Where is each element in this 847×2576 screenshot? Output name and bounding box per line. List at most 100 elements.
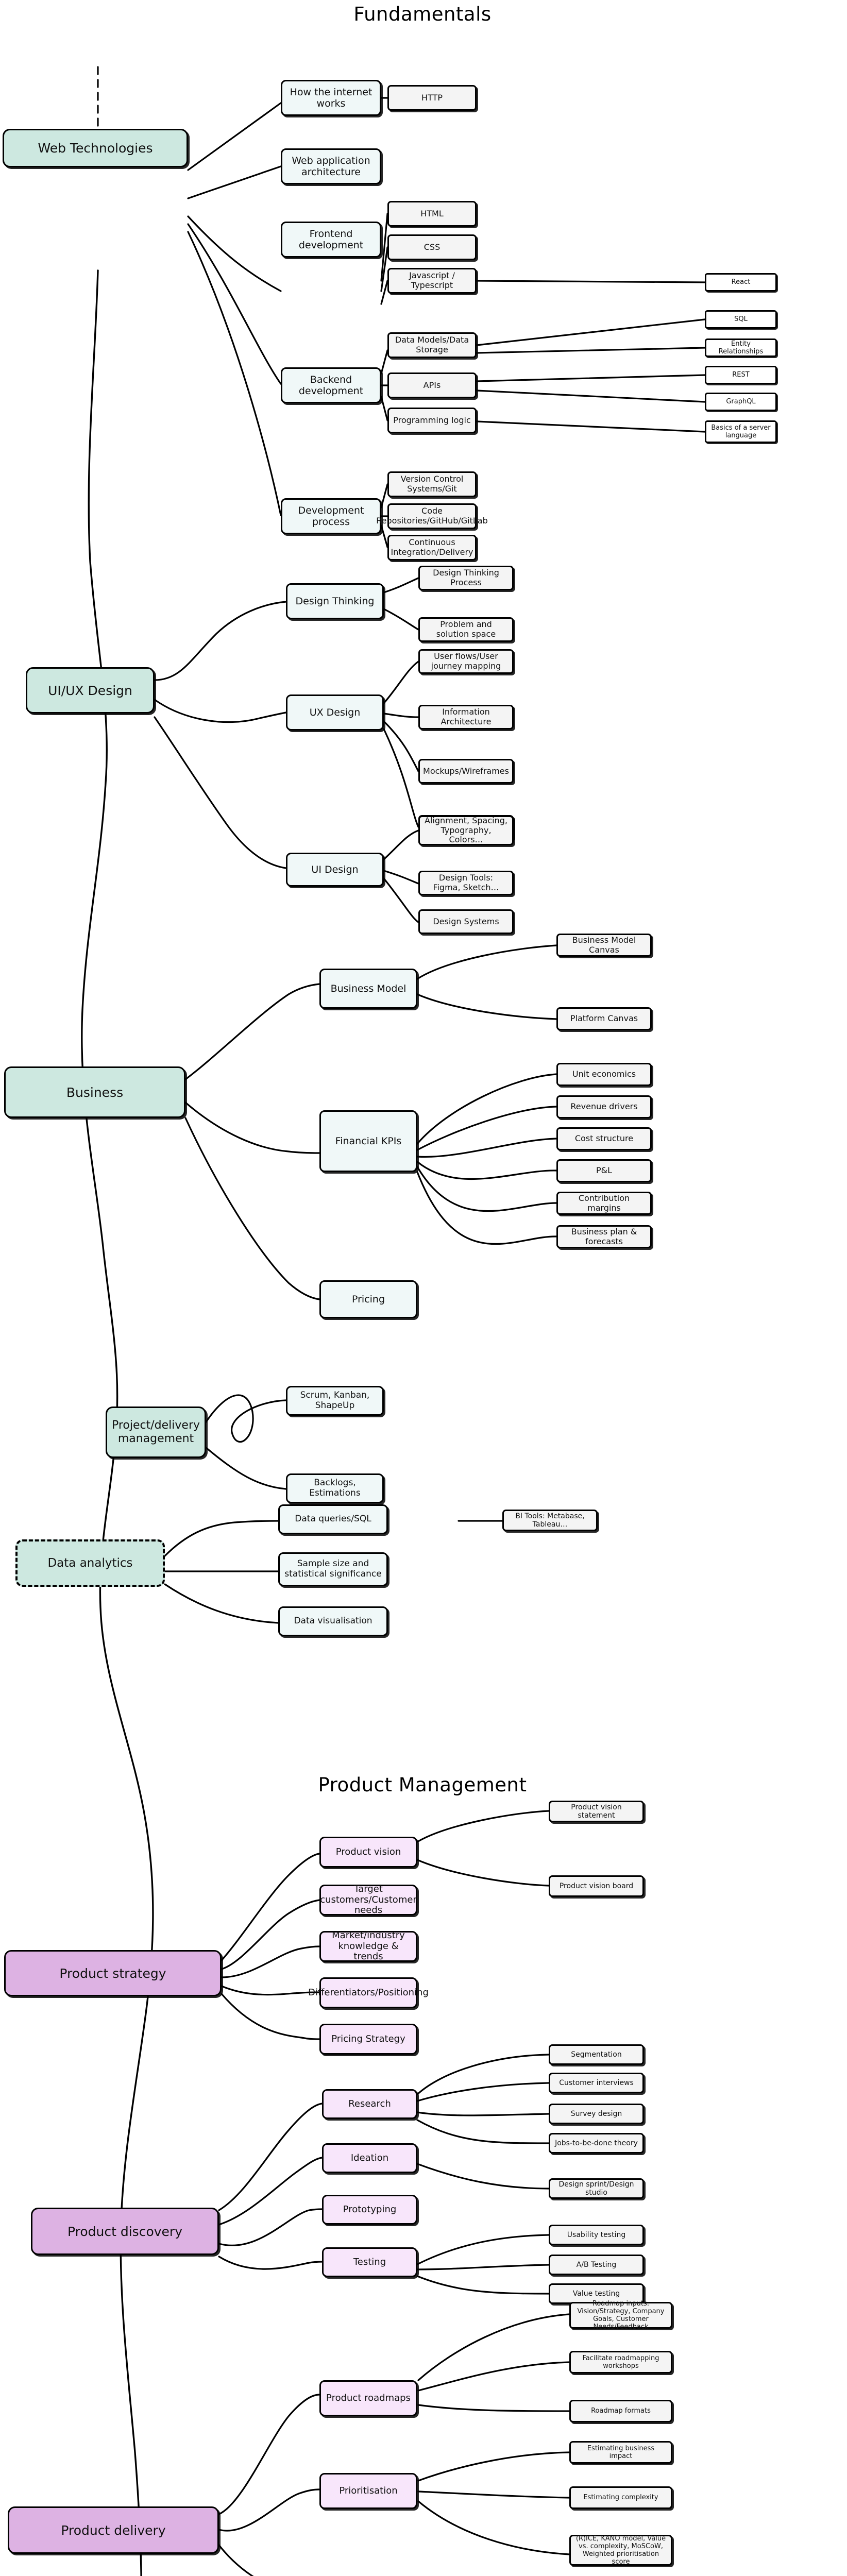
node-platform-canvas[interactable]: Platform Canvas xyxy=(556,1007,652,1030)
edge-ux-ia xyxy=(383,713,419,718)
node-business-model[interactable]: Business Model xyxy=(319,969,417,1009)
node-prioritisation-frameworks[interactable]: (R)ICE, KANO model, Value vs. complexity… xyxy=(569,2535,672,2566)
node-differentiators-positioning[interactable]: Differentiators/Positioning xyxy=(308,1977,429,2008)
edge-webtech-devprocess xyxy=(187,231,282,516)
node-apis[interactable]: APIs xyxy=(387,372,477,398)
node-product-discovery[interactable]: Product discovery xyxy=(31,2208,219,2255)
edge-webtech-internet xyxy=(187,102,282,171)
node-web-application-architecture[interactable]: Web application architecture xyxy=(281,148,381,184)
node-backend-development[interactable]: Backend development xyxy=(281,367,381,403)
node-business-plan-forecasts[interactable]: Business plan & forecasts xyxy=(556,1225,652,1248)
node-alignment-spacing-typography-colors[interactable]: Alignment, Spacing, Typography, Colors… xyxy=(418,816,514,845)
node-ux-design[interactable]: UX Design xyxy=(286,694,384,731)
node-continuous-integration-delivery[interactable]: Continuous Integration/Delivery xyxy=(387,535,477,561)
node-data-models-data-storage[interactable]: Data Models/Data Storage xyxy=(387,332,477,358)
edge-business-model xyxy=(184,983,320,1080)
node-sample-size-and-statistical-significance[interactable]: Sample size and statistical significance xyxy=(278,1552,388,1586)
node-product-strategy[interactable]: Product strategy xyxy=(4,1950,222,1996)
node-revenue-drivers[interactable]: Revenue drivers xyxy=(556,1095,652,1118)
node-product-vision-board[interactable]: Product vision board xyxy=(549,1875,644,1897)
edge-datamodels-entity xyxy=(476,347,706,354)
node-prioritisation[interactable]: Prioritisation xyxy=(319,2473,417,2509)
edge-ps-vision xyxy=(221,1853,320,1961)
node-code-repositories-github-gitlab[interactable]: Code Repositories/GitHub/GitLab xyxy=(376,503,488,529)
node-facilitate-roadmapping-workshops[interactable]: Facilitate roadmapping workshops xyxy=(569,2351,672,2374)
node-financial-kpis[interactable]: Financial KPIs xyxy=(319,1110,417,1172)
node-frontend-development[interactable]: Frontend development xyxy=(281,222,381,258)
node-version-control-systems-git[interactable]: Version Control Systems/Git xyxy=(387,471,477,497)
node-market-industry-knowledge-trends[interactable]: Market/industry knowledge & trends xyxy=(319,1930,417,1962)
node-data-analytics[interactable]: Data analytics xyxy=(15,1539,165,1587)
node-information-architecture[interactable]: Information Architecture xyxy=(418,705,514,730)
node-uiux-design[interactable]: UI/UX Design xyxy=(26,667,155,714)
node-contribution-margins[interactable]: Contribution margins xyxy=(556,1192,652,1215)
edge-uiux-uidesign xyxy=(154,716,287,869)
node-segmentation[interactable]: Segmentation xyxy=(549,2044,644,2065)
node-design-thinking-process[interactable]: Design Thinking Process xyxy=(418,566,514,590)
node-testing[interactable]: Testing xyxy=(322,2247,417,2277)
node-research[interactable]: Research xyxy=(322,2089,417,2119)
node-data-queries-sql[interactable]: Data queries/SQL xyxy=(278,1504,388,1534)
node-jobs-to-be-done-theory[interactable]: Jobs-to-be-done theory xyxy=(549,2133,644,2154)
node-product-vision[interactable]: Product vision xyxy=(319,1837,417,1868)
node-product-vision-statement[interactable]: Product vision statement xyxy=(549,1801,644,1822)
node-business-model-canvas[interactable]: Business Model Canvas xyxy=(556,934,652,957)
node-problem-and-solution-space[interactable]: Problem and solution space xyxy=(418,617,514,642)
node-cost-structure[interactable]: Cost structure xyxy=(556,1127,652,1150)
node-graphql[interactable]: GraphQL xyxy=(705,393,777,411)
node-how-the-internet-works[interactable]: How the internet works xyxy=(281,80,381,116)
node-roadmap-inputs[interactable]: Roadmap inputs: Vision/Strategy, Company… xyxy=(569,2300,672,2331)
node-scrum-kanban-shapeup[interactable]: Scrum, Kanban, ShapeUp xyxy=(286,1386,384,1416)
node-prototyping[interactable]: Prototyping xyxy=(322,2195,417,2225)
node-http[interactable]: HTTP xyxy=(387,85,477,111)
node-target-customers-customer-needs[interactable]: Target customers/Customer needs xyxy=(319,1883,417,1916)
edge-backend-datamodels xyxy=(380,349,388,375)
node-mockups-wireframes[interactable]: Mockups/Wireframes xyxy=(418,759,514,784)
edge-pd-research xyxy=(218,2103,323,2211)
node-backlogs-estimations[interactable]: Backlogs, Estimations xyxy=(286,1473,384,1503)
node-html[interactable]: HTML xyxy=(387,201,477,227)
edge-prio-impact xyxy=(417,2451,570,2482)
node-usability-testing[interactable]: Usability testing xyxy=(549,2225,644,2245)
node-rest[interactable]: REST xyxy=(705,366,777,384)
node-survey-design[interactable]: Survey design xyxy=(549,2104,644,2124)
node-product-delivery[interactable]: Product delivery xyxy=(8,2506,219,2554)
node-estimating-complexity[interactable]: Estimating complexity xyxy=(569,2486,672,2509)
edge-ps-market xyxy=(221,1945,320,1978)
edge-research-survey xyxy=(416,2111,550,2116)
node-customer-interviews[interactable]: Customer interviews xyxy=(549,2073,644,2093)
node-product-roadmaps[interactable]: Product roadmaps xyxy=(319,2380,417,2416)
node-ab-testing[interactable]: A/B Testing xyxy=(549,2255,644,2275)
edge-ps-pricing xyxy=(221,1993,320,2040)
node-pricing-strategy[interactable]: Pricing Strategy xyxy=(319,2024,417,2055)
edge-apis-rest xyxy=(476,374,706,382)
node-unit-economics[interactable]: Unit economics xyxy=(556,1063,652,1086)
node-pnl[interactable]: P&L xyxy=(556,1159,652,1182)
node-data-visualisation[interactable]: Data visualisation xyxy=(278,1606,388,1636)
node-design-systems[interactable]: Design Systems xyxy=(418,909,514,934)
edge-ux-flows xyxy=(383,660,419,704)
node-web-technologies[interactable]: Web Technologies xyxy=(3,129,188,167)
node-bi-tools-metabase-tableau[interactable]: BI Tools: Metabase, Tableau… xyxy=(502,1510,598,1531)
node-user-flows-user-journey-mapping[interactable]: User flows/User journey mapping xyxy=(418,649,514,674)
node-basics-of-a-server-language[interactable]: Basics of a server language xyxy=(705,420,777,443)
edge-da-queries xyxy=(164,1520,279,1557)
node-design-tools-figma-sketch[interactable]: Design Tools: Figma, Sketch… xyxy=(418,871,514,895)
node-ideation[interactable]: Ideation xyxy=(322,2143,417,2173)
node-design-thinking[interactable]: Design Thinking xyxy=(286,583,384,619)
node-roadmap-formats[interactable]: Roadmap formats xyxy=(569,2400,672,2422)
node-sql[interactable]: SQL xyxy=(705,310,777,329)
node-css[interactable]: CSS xyxy=(387,234,477,260)
node-business[interactable]: Business xyxy=(4,1066,185,1118)
node-development-process[interactable]: Development process xyxy=(281,498,381,534)
node-entity-relationships[interactable]: Entity Relationships xyxy=(705,338,777,357)
node-project-delivery-management[interactable]: Project/delivery management xyxy=(106,1406,206,1458)
node-react[interactable]: React xyxy=(705,273,777,292)
edge-ps-diff xyxy=(221,1985,320,1996)
node-programming-logic[interactable]: Programming logic xyxy=(387,408,477,433)
node-ui-design[interactable]: UI Design xyxy=(286,853,384,887)
node-estimating-business-impact[interactable]: Estimating business impact xyxy=(569,2441,672,2464)
node-pricing[interactable]: Pricing xyxy=(319,1280,417,1318)
node-javascript-typescript[interactable]: Javascript / Typescript xyxy=(387,268,477,294)
node-design-sprint-design-studio[interactable]: Design sprint/Design studio xyxy=(549,2178,644,2199)
